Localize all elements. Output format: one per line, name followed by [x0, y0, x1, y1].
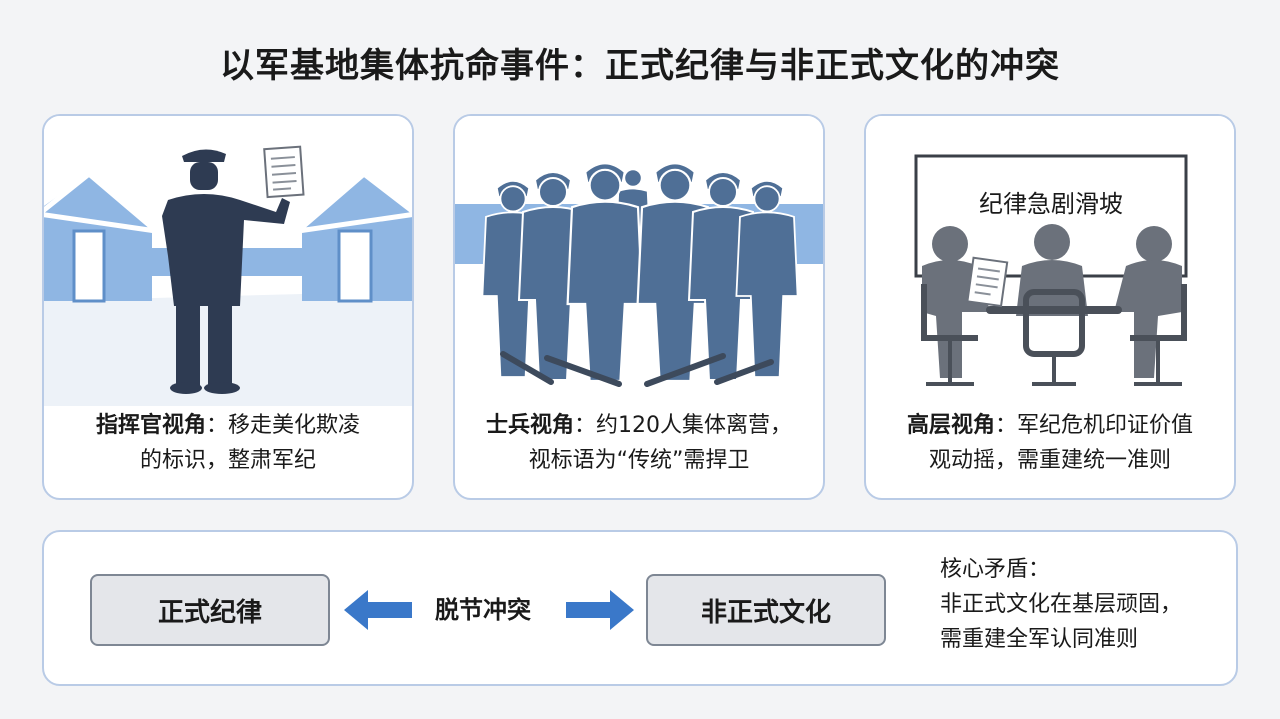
- board-text: 纪律急剧滑坡: [979, 190, 1123, 218]
- core-line: 核心矛盾：: [940, 557, 1051, 582]
- conflict-summary-panel: 正式纪律 脱节冲突 非正式文化 核心矛盾： 非正式文化在基层顽固， 需重建全军认…: [42, 530, 1238, 686]
- informal-culture-box: 非正式文化: [646, 574, 886, 646]
- formal-discipline-box: 正式纪律: [90, 574, 330, 646]
- disconnect-conflict-label: 脱节冲突: [435, 596, 531, 624]
- caption-line: 观动摇，需重建统一准则: [928, 448, 1171, 473]
- caption-head: 指挥官视角: [95, 413, 206, 438]
- caption-head: 士兵视角: [485, 413, 574, 438]
- caption-head: 高层视角: [906, 413, 995, 438]
- caption-line: ：约120人集体离营，: [574, 413, 792, 438]
- soldier-caption: 士兵视角：约120人集体离营， 视标语为“传统”需捍卫: [455, 408, 823, 478]
- core-line: 需重建全军认同准则: [940, 627, 1139, 652]
- arrow-left-icon: [344, 590, 412, 630]
- core-line: 非正式文化在基层顽固，: [940, 592, 1183, 617]
- commander-caption: 指挥官视角：移走美化欺凌 的标识，整肃军纪: [44, 408, 412, 478]
- core-contradiction-text: 核心矛盾： 非正式文化在基层顽固， 需重建全军认同准则: [940, 552, 1230, 657]
- commander-perspective-panel: 指挥官视角：移走美化欺凌 的标识，整肃军纪: [42, 114, 414, 500]
- caption-line: 视标语为“传统”需捍卫: [528, 448, 750, 473]
- soldier-perspective-panel: 士兵视角：约120人集体离营， 视标语为“传统”需捍卫: [453, 114, 825, 500]
- caption-line: 的标识，整肃军纪: [139, 448, 316, 473]
- meeting-table-icon: 纪律急剧滑坡: [866, 116, 1234, 406]
- caption-line: ：军纪危机印证价值: [995, 413, 1194, 438]
- rifles-icon: [500, 351, 774, 387]
- soldier-group-icon: [455, 116, 823, 406]
- leadership-perspective-panel: 纪律急剧滑坡 高层视角：军纪危机印证价值 观动摇，需重建统一准则: [864, 114, 1236, 500]
- leadership-caption: 高层视角：军纪危机印证价值 观动摇，需重建统一准则: [866, 408, 1234, 478]
- page-title: 以军基地集体抗命事件：正式纪律与非正式文化的冲突: [220, 46, 1060, 86]
- commander-with-document-icon: [44, 116, 412, 406]
- caption-line: ：移走美化欺凌: [206, 413, 361, 438]
- arrow-right-icon: [566, 590, 634, 630]
